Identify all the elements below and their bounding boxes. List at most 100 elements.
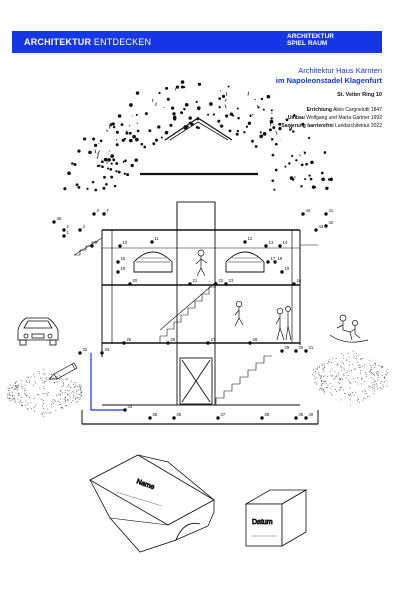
roof [164, 117, 233, 141]
tree-dot [71, 162, 74, 165]
shrub-dot [70, 386, 72, 388]
shrub-dot [329, 388, 331, 390]
shrub-dot [7, 393, 9, 395]
dot-number: 36 [177, 412, 182, 417]
shrub-dot [324, 367, 326, 369]
numbered-dot [122, 341, 126, 345]
shrub-dot [355, 353, 357, 355]
shrub-dot [28, 380, 30, 382]
credit-line: Sanierung barrierefrei Landarchitektur 2… [281, 123, 382, 129]
tree-dot [105, 182, 108, 186]
shrub-dot [362, 365, 363, 367]
shrub-dot [15, 385, 17, 386]
shrub-dot [368, 396, 370, 397]
tree-dot [310, 160, 314, 165]
shrub-dot [380, 382, 381, 384]
tree-stroke [273, 124, 275, 126]
shrub-dot [63, 384, 64, 386]
tree-dot [225, 114, 229, 118]
info-subtitle: im Napoleonstadel Klagenfurt [275, 76, 382, 85]
shrub-dot [370, 364, 372, 366]
shrub-dot [29, 397, 31, 399]
shrub-dot [358, 401, 360, 403]
shrub-dot [320, 375, 322, 377]
shrub-dot [323, 380, 325, 382]
numbered-dot [314, 228, 318, 232]
shrub-dot [48, 412, 50, 414]
shrub-dot [313, 371, 315, 373]
dot-number: 12 [248, 236, 253, 241]
shrub-dot [27, 402, 29, 404]
shrub-dot [59, 403, 61, 405]
numbered-dot [52, 220, 56, 224]
shrub-dot [329, 359, 331, 361]
dot-number: 10 [123, 240, 128, 245]
shrub-dot [343, 374, 345, 376]
shrub-dot [340, 386, 342, 388]
tree-dot [107, 158, 111, 162]
shrub-dot [316, 368, 318, 370]
tree-dot [313, 186, 317, 189]
shrub-dot [76, 390, 78, 392]
shrub-dot [370, 368, 372, 370]
shrub-dot [360, 370, 362, 371]
tree-dot [109, 168, 113, 171]
shrub-dot [80, 394, 82, 396]
shrub-dot [14, 388, 16, 390]
shrub-dot [360, 383, 362, 385]
shrub-dot [374, 363, 376, 364]
shrub-dot [338, 390, 340, 392]
dot-number: 35 [153, 412, 158, 417]
tree-dot [183, 107, 186, 111]
dot-number: 19 [285, 266, 290, 271]
shrub-dot [7, 397, 9, 399]
tree-dot [305, 162, 308, 166]
shrub-dot [25, 400, 27, 402]
shrub-dot [68, 384, 70, 386]
shrub-dot [78, 389, 80, 391]
shrub-dot [61, 386, 63, 387]
shrub-dot [353, 368, 355, 370]
shrub-dot [378, 372, 379, 374]
tree-dot [207, 113, 210, 116]
credit-line: Umbau Wolfgang und Marta Gärtner 1992 [287, 115, 382, 121]
shrub-dot [343, 389, 345, 391]
shrub-dot [318, 373, 320, 375]
dot-number: 43 [319, 224, 324, 229]
tree-dot [144, 112, 148, 116]
shrub-dot [73, 384, 75, 385]
shrub-dot [374, 366, 376, 368]
tree-dot [323, 151, 327, 154]
shrub-dot [372, 384, 374, 386]
shrub-dot [47, 394, 49, 396]
shrub-dot [372, 372, 374, 374]
name-block: Name [89, 454, 215, 553]
shrub-dot [372, 388, 374, 390]
staircase [73, 237, 318, 405]
tree-dot [112, 158, 116, 162]
tree-dot [188, 116, 192, 120]
numbered-dot [280, 349, 284, 353]
shrub-dot [330, 383, 332, 385]
shrub-dot [357, 396, 359, 398]
shrub-dot [73, 395, 75, 396]
shrub-dot [314, 371, 316, 373]
shrub-dot [352, 392, 353, 394]
numbered-dot [166, 341, 170, 345]
shrub-dot [23, 388, 25, 389]
dot-number: 2 [67, 224, 70, 229]
shrub-dot [57, 381, 59, 383]
shrub-dot [351, 364, 353, 366]
tree-dot [101, 160, 104, 164]
shrub-dot [54, 399, 56, 401]
shrub-dot [373, 386, 375, 388]
shrub-dot [56, 373, 58, 375]
tree-stroke [256, 105, 260, 109]
shrub-dot [380, 388, 382, 390]
numbered-dot [324, 224, 328, 228]
shrub-dot [331, 393, 333, 395]
pencil-icon [48, 362, 78, 380]
tree-dot [220, 124, 224, 128]
shrub-dot [42, 393, 44, 395]
